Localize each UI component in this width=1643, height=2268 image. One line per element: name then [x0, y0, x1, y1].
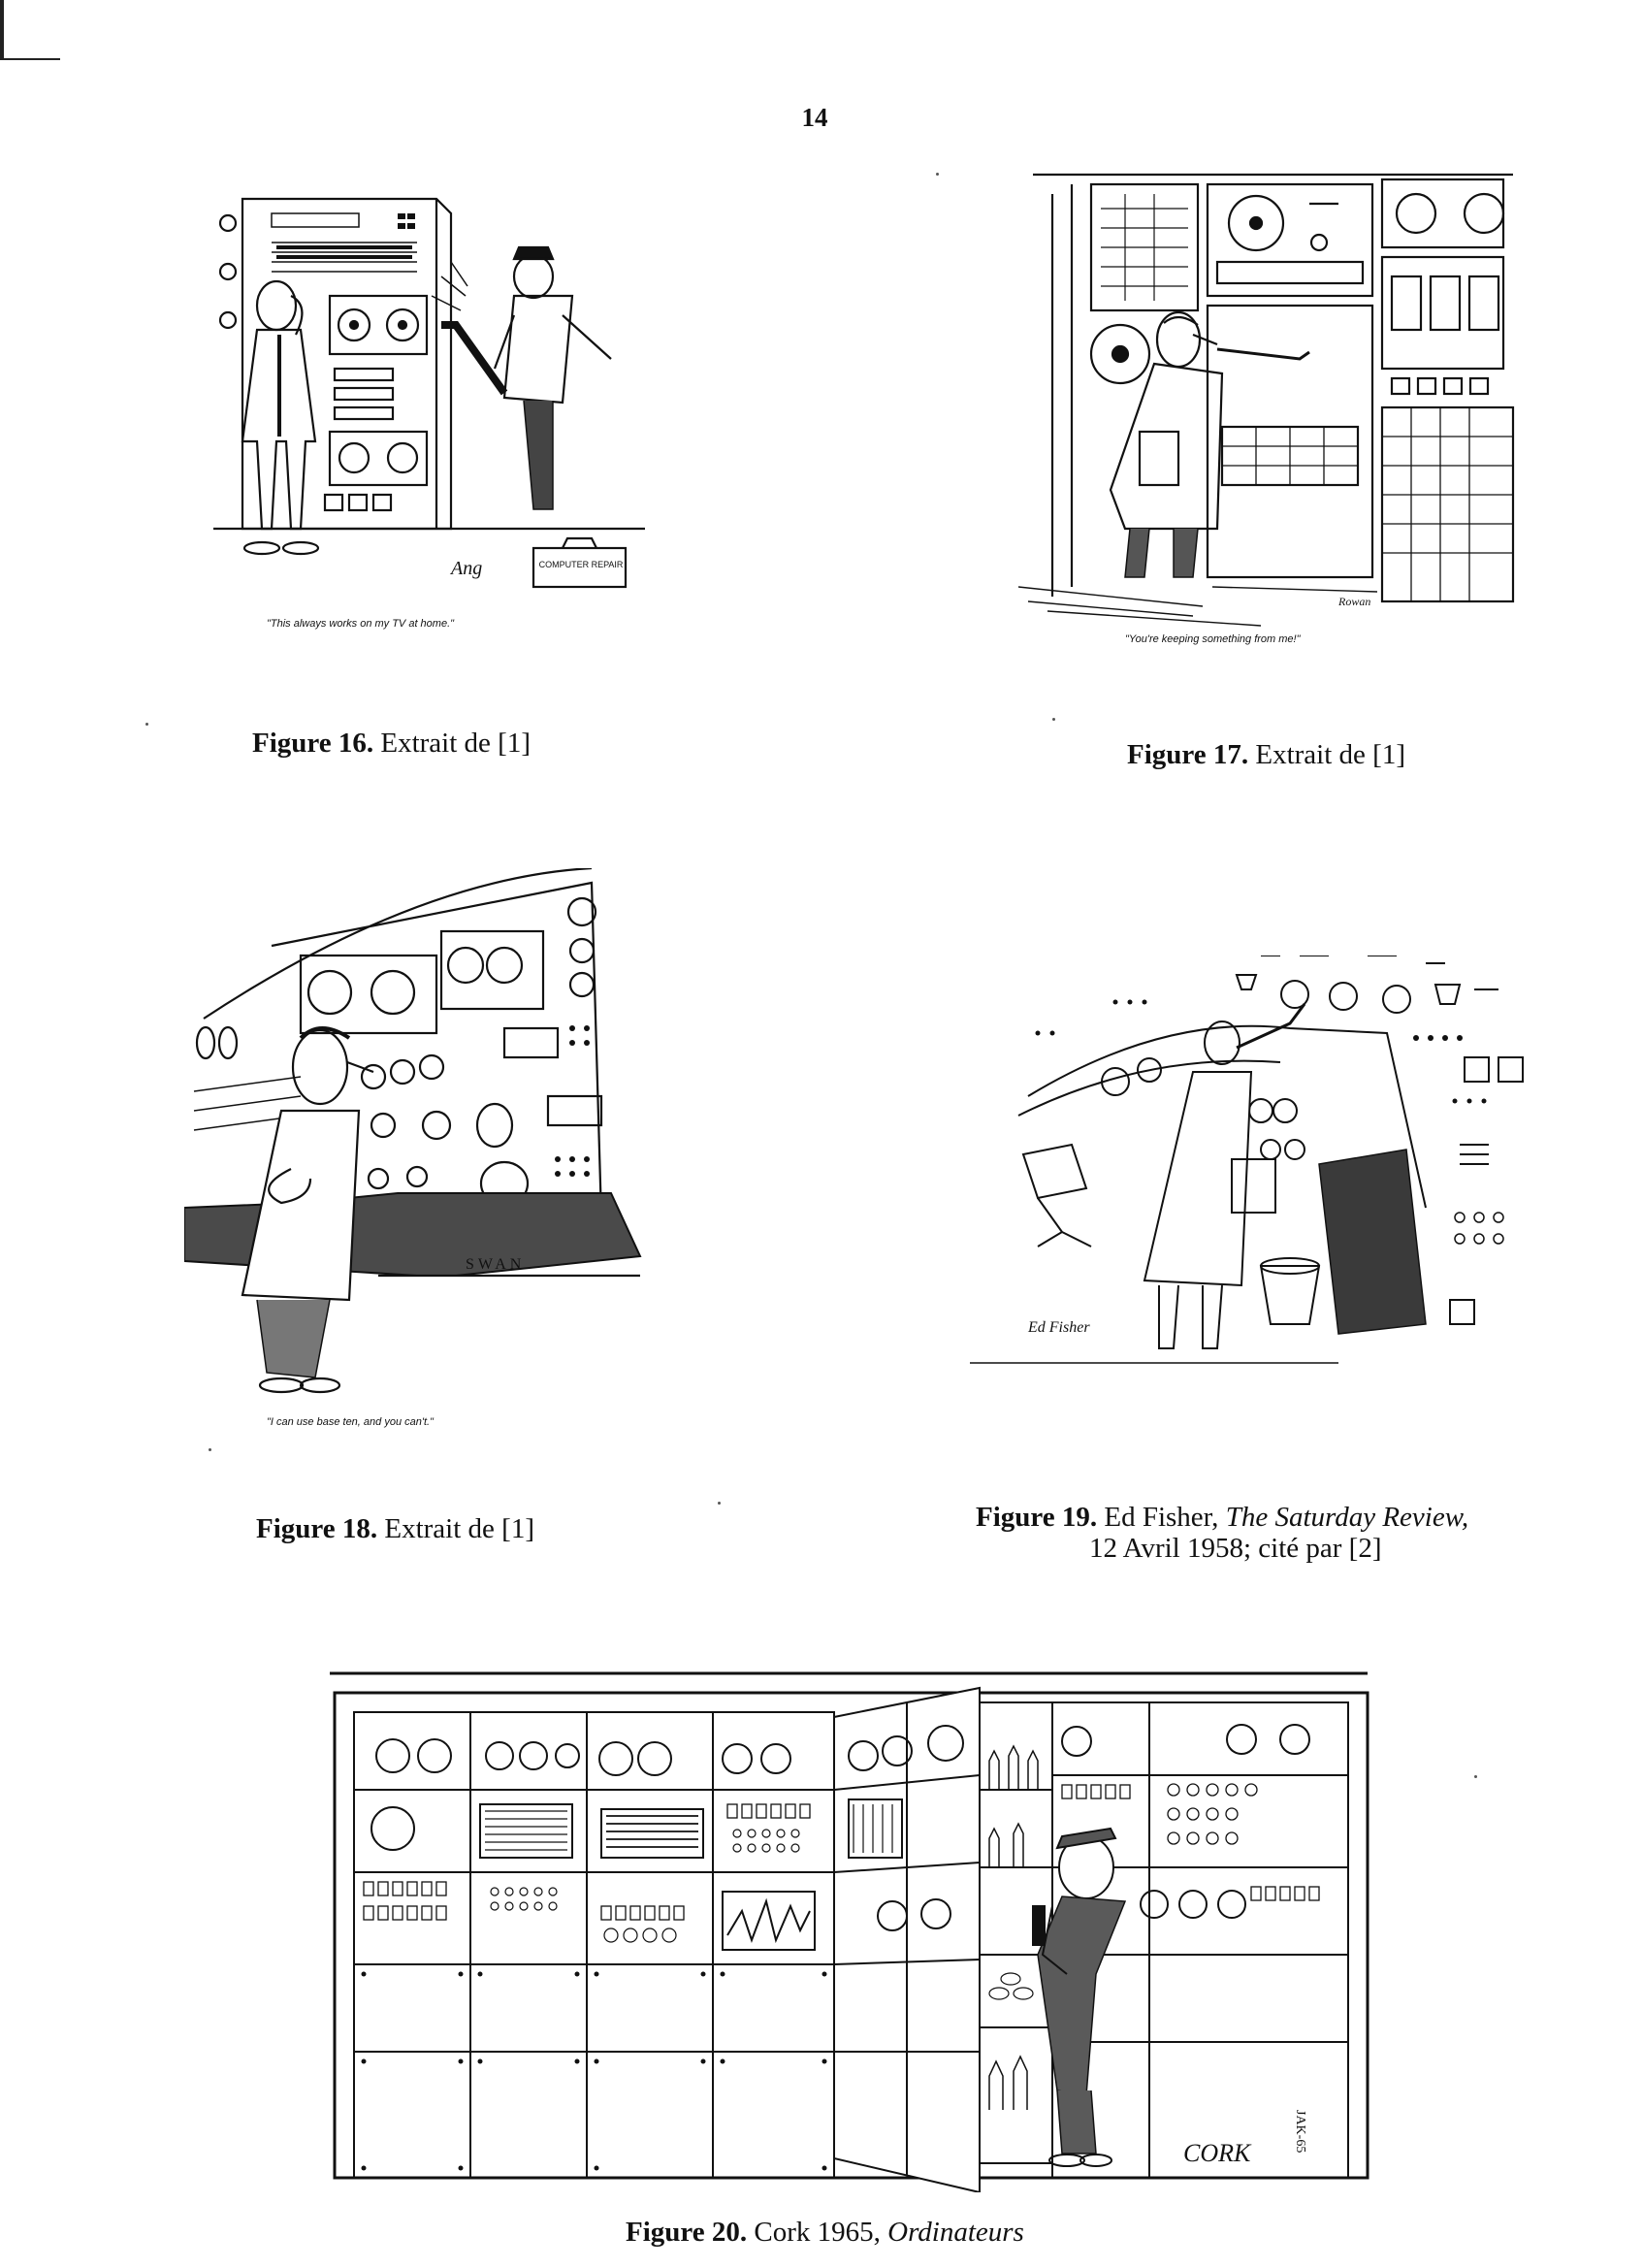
cartoon-caption-17: "You're keeping something from me!" [1125, 633, 1301, 645]
cartoon-20 [320, 1664, 1387, 2192]
figure-17: Rowan "You're keeping something from me!… [1018, 170, 1523, 791]
scan-speck [209, 1448, 211, 1451]
figure-20-caption: Figure 20. Cork 1965, Ordinateurs [626, 2217, 1024, 2249]
cartoon-18 [184, 868, 689, 1411]
cartoon-16 [213, 189, 660, 645]
figure-18-text: Extrait de [1] [384, 1513, 534, 1544]
figure-19-caption: Figure 19. Ed Fisher, The Saturday Revie… [976, 1502, 1468, 1534]
figure-18: SWAN "I can use base ten, and you can't.… [184, 868, 698, 1557]
figure-20: CORK JAK-65 Figure 20. Cork 1965, Ordina… [320, 1664, 1387, 2265]
figure-18-label: Figure 18. [256, 1513, 378, 1544]
figure-17-text: Extrait de [1] [1255, 739, 1405, 770]
figure-20-text-italic: Ordinateurs [887, 2217, 1024, 2248]
scan-speck [1474, 1775, 1477, 1778]
cartoon-caption-16: "This always works on my TV at home." [267, 618, 455, 630]
cartoon-17 [1018, 170, 1523, 655]
figure-18-caption: Figure 18. Extrait de [1] [256, 1513, 534, 1545]
figure-19-caption-line2: 12 Avril 1958; cité par [2] [1089, 1533, 1382, 1564]
cartoon-caption-18: "I can use base ten, and you can't." [267, 1416, 434, 1428]
signature-18: SWAN [466, 1256, 526, 1273]
scan-speck [936, 173, 939, 176]
figure-20-label: Figure 20. [626, 2217, 748, 2248]
figure-16-label: Figure 16. [252, 728, 374, 759]
figure-19-text: Ed Fisher, [1104, 1502, 1226, 1533]
scan-speck [718, 1502, 721, 1505]
signature-16: Ang [451, 558, 483, 579]
scan-edge-top [0, 0, 4, 60]
figure-16-caption: Figure 16. Extrait de [1] [252, 728, 531, 760]
sign-computer-repair: COMPUTER REPAIR [538, 560, 624, 569]
signature-17: Rowan [1338, 595, 1371, 608]
figure-19-text-italic: The Saturday Review, [1225, 1502, 1469, 1533]
figure-20-text: Cork 1965, [754, 2217, 888, 2248]
scan-speck [1052, 718, 1055, 721]
figure-17-label: Figure 17. [1127, 739, 1249, 770]
figure-16-text: Extrait de [1] [380, 728, 531, 759]
scan-edge-corner [0, 58, 60, 60]
scan-speck [145, 723, 148, 726]
cartoon-19 [970, 956, 1552, 1382]
page-number: 14 [801, 103, 828, 132]
figure-19: Ed Fisher Figure 19. Ed Fisher, The Satu… [970, 956, 1552, 1576]
signature-20-date: JAK-65 [1293, 2110, 1307, 2154]
figure-19-label: Figure 19. [976, 1502, 1098, 1533]
signature-19: Ed Fisher [1028, 1319, 1090, 1336]
signature-20: CORK [1183, 2139, 1251, 2167]
figure-17-caption: Figure 17. Extrait de [1] [1127, 739, 1405, 771]
figure-16: Ang COMPUTER REPAIR "This always works o… [213, 189, 660, 771]
